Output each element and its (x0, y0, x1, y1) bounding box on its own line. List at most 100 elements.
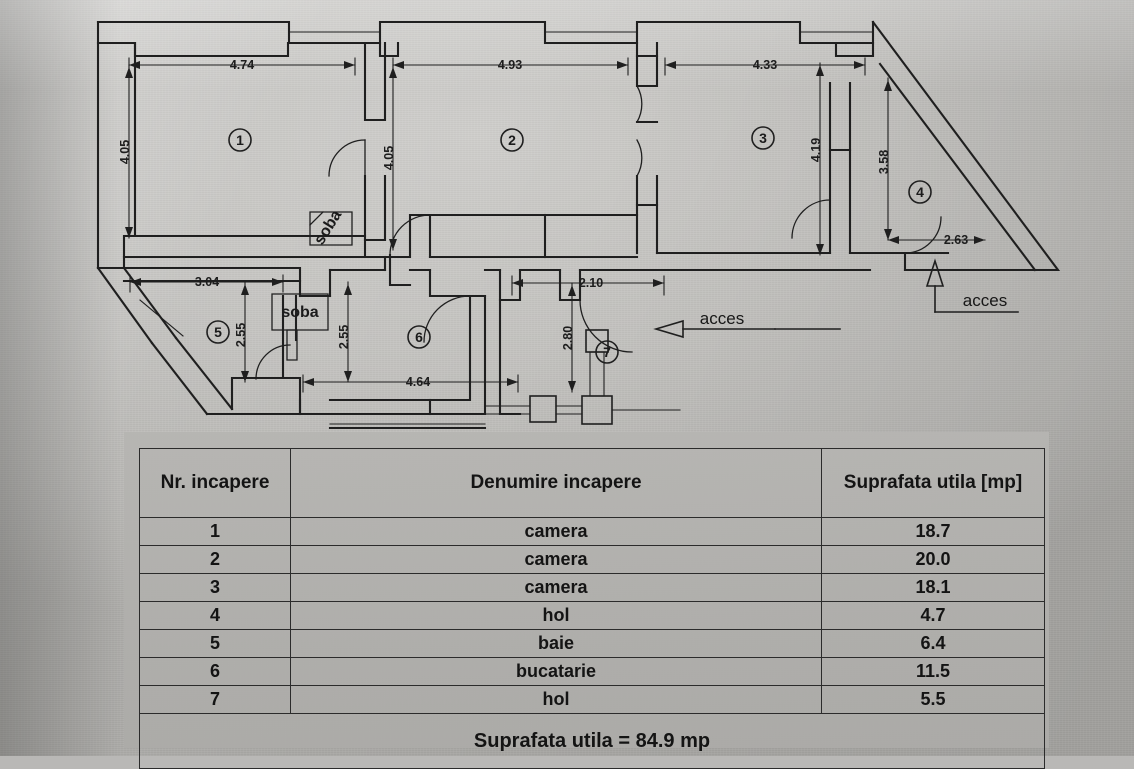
cell-area: 20.0 (821, 545, 1045, 574)
room-marker-6: 6 (415, 329, 423, 345)
cell-area: 4.7 (821, 601, 1045, 630)
cell-name: camera (290, 573, 822, 602)
room-circle-1 (228, 128, 252, 152)
room-circle-6 (407, 325, 431, 349)
dim-label-4-74: 4.74 (230, 58, 254, 72)
floor-plan-drawing: 4.74 4.93 4.33 4.05 4.05 4.19 3.58 2.63 … (96, 20, 1061, 430)
dim-label-4-64: 4.64 (406, 375, 430, 389)
acces-label-right: acces (963, 291, 1007, 310)
cell-nr: 4 (139, 601, 291, 630)
table-row: 3 camera 18.1 (139, 573, 1045, 602)
soba-label-room5: soba (281, 304, 318, 321)
room-circle-3 (751, 126, 775, 150)
dim-label-2-55-b: 2.55 (337, 325, 351, 349)
top-wall-inner-left (96, 41, 290, 58)
acces-arrow-middle (653, 319, 841, 339)
door-swing-entry-right (904, 216, 942, 254)
table-footer: Suprafata utila = 84.9 mp (139, 713, 1045, 769)
table-row: 7 hol 5.5 (139, 685, 1045, 714)
cell-name: camera (290, 517, 822, 546)
stove-room5-flue (286, 329, 298, 361)
room-circle-5 (206, 320, 230, 344)
room6-right-wall (428, 294, 472, 402)
cell-area: 18.7 (821, 517, 1045, 546)
dim-label-2-63: 2.63 (944, 233, 968, 247)
room6-inner-pier (388, 253, 412, 287)
acces-arrow-right (925, 258, 1019, 313)
table-row: 4 hol 4.7 (139, 601, 1045, 630)
room6-top-wall-b (428, 268, 472, 298)
door-swing-room2-lower (389, 214, 431, 256)
room7-top-pier-left (498, 268, 522, 302)
cell-area: 18.1 (821, 573, 1045, 602)
room-marker-2: 2 (508, 132, 516, 148)
dimension-arrowheads (125, 61, 985, 392)
total-prefix: Suprafata utila = (473, 729, 636, 752)
table-body: 1 camera 18.7 2 camera 20.0 3 camera 18.… (139, 517, 1045, 714)
acces-label-middle: acces (700, 309, 744, 328)
stove-room5-outline (271, 293, 329, 331)
stove-room1-outline (309, 211, 353, 246)
partition-1-2-upper (363, 41, 387, 122)
room5-bottom-wall-inner (230, 376, 302, 411)
cell-nr: 1 (139, 517, 291, 546)
dim-label-4-19: 4.19 (809, 138, 823, 162)
cell-name: bucatarie (290, 657, 822, 686)
dim-label-4-05-b: 4.05 (382, 146, 396, 170)
cell-nr: 7 (139, 685, 291, 714)
door-swing-2-3-a (636, 85, 643, 123)
cell-nr: 6 (139, 657, 291, 686)
partition-2-3-bottom (635, 174, 659, 207)
cell-nr: 5 (139, 629, 291, 658)
total-cell: Suprafata utila = 84.9 mp (139, 713, 1045, 769)
partition-2-3-top (635, 54, 659, 88)
cell-area: 11.5 (821, 657, 1045, 686)
slanted-exterior-wall-inner (878, 62, 1037, 272)
diagonal-wall-outer (96, 266, 154, 345)
cell-name: baie (290, 629, 822, 658)
partition-1-2-foot (363, 238, 387, 259)
room-marker-5: 5 (214, 324, 222, 340)
dim-label-2-55-a: 2.55 (234, 323, 248, 347)
table-total-row: Suprafata utila = 84.9 mp (139, 713, 1045, 769)
cell-name: hol (290, 601, 822, 630)
total-value: 84.9 (635, 729, 675, 752)
slanted-exterior-wall-outer (871, 20, 1061, 272)
cell-area: 5.5 (821, 685, 1045, 714)
fixture-box-2 (581, 395, 613, 425)
cell-nr: 3 (139, 573, 291, 602)
room-marker-1: 1 (236, 132, 244, 148)
diagonal-wall-inner-2 (174, 336, 234, 411)
room-circle-4 (908, 180, 932, 204)
room-marker-4: 4 (916, 184, 924, 200)
partition-3-4 (828, 148, 852, 255)
cell-name: camera (290, 545, 822, 574)
soba-label-room1: soba (311, 207, 345, 248)
cell-nr: 2 (139, 545, 291, 574)
room5-partition-lower (298, 376, 332, 416)
door-swing-room1 (328, 139, 366, 177)
total-unit: mp (680, 729, 711, 752)
door-swing-room6 (423, 295, 471, 343)
dim-label-2-10: 2.10 (579, 276, 603, 290)
table-row: 5 baie 6.4 (139, 629, 1045, 658)
column-header-area: Suprafata utila [mp] (821, 448, 1045, 518)
dim-label-4-93: 4.93 (498, 58, 522, 72)
door-swing-2-3-b (636, 139, 643, 177)
table-row: 2 camera 20.0 (139, 545, 1045, 574)
room-marker-7: 7 (603, 344, 611, 360)
dim-label-3-04: 3.04 (195, 275, 219, 289)
cell-area: 6.4 (821, 629, 1045, 658)
room4-bottom-left (848, 251, 907, 272)
dim-label-4-33: 4.33 (753, 58, 777, 72)
table-row: 1 camera 18.7 (139, 517, 1045, 546)
diagonal-wall-outer-2 (150, 341, 209, 416)
top-exterior-wall-outer (96, 20, 875, 45)
dimension-lines (128, 57, 986, 393)
room2-bottom-wall-left (383, 213, 432, 259)
fixture-box-3 (529, 395, 557, 423)
door-swing-room7 (579, 299, 633, 353)
room7-top-pier-right (558, 268, 582, 302)
dim-label-3-58: 3.58 (877, 150, 891, 174)
top-wall-inner-pier-2 (635, 41, 659, 58)
